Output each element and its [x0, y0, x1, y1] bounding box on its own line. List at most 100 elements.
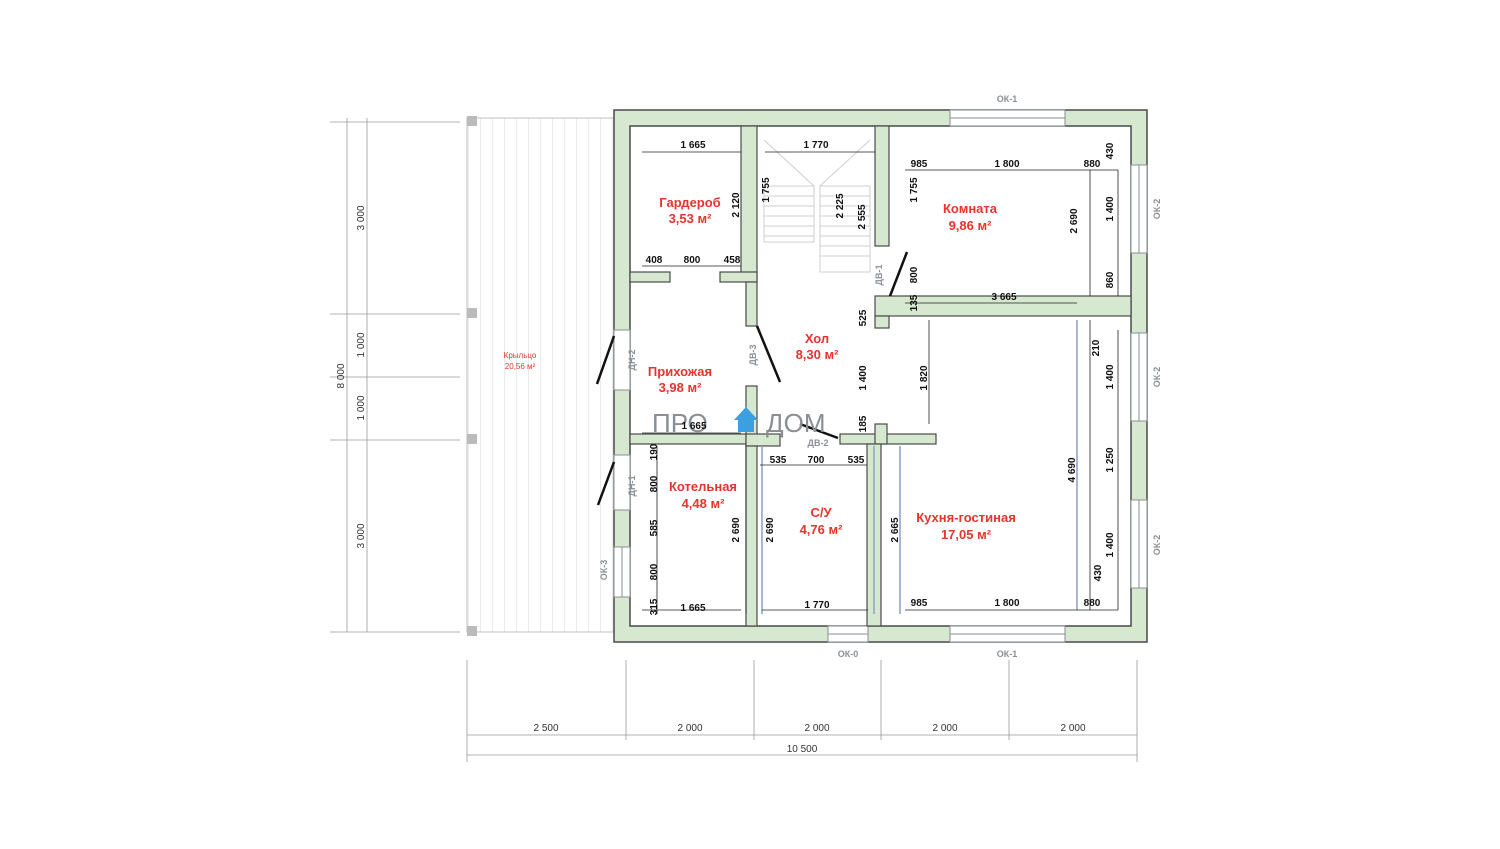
dim-525: 525 [858, 309, 869, 326]
dim-535-right: 535 [848, 455, 865, 466]
outer-dim-bottom-1: 2 500 [533, 723, 558, 734]
tag-ok0: ОК-0 [838, 649, 859, 659]
logo-watermark: ПРО ДОМ [652, 407, 826, 438]
dim-1665-top: 1 665 [680, 140, 705, 151]
porch-name: Крыльцо [504, 351, 537, 360]
dim-135: 135 [909, 294, 920, 311]
dim-1400-mid: 1 400 [1105, 364, 1116, 389]
room-area-bathroom: 4,76 м² [800, 522, 844, 537]
dim-985-top: 985 [911, 159, 928, 170]
dim-190: 190 [649, 443, 660, 460]
dim-1400-kitchen: 1 400 [1105, 532, 1116, 557]
outer-dim-left-3: 1 000 [356, 395, 367, 420]
element-tags: ОК-1 ОК-1 ОК-0 ОК-2 ОК-2 ОК-2 ОК-3 ДН-2 … [599, 94, 1162, 659]
dim-800-wardrobe: 800 [684, 255, 701, 266]
dim-185: 185 [858, 415, 869, 432]
dim-585: 585 [649, 519, 660, 536]
outer-dim-left-1: 3 000 [356, 205, 367, 230]
tag-ok1-bottom: ОК-1 [997, 649, 1018, 659]
porch-area: 20,56 м² [505, 362, 536, 371]
dim-430-bottom: 430 [1093, 564, 1104, 581]
logo-text-right: ДОМ [766, 408, 826, 438]
house-icon [734, 407, 758, 432]
tag-ok2-c: ОК-2 [1152, 535, 1162, 556]
dim-985-bottom: 985 [911, 598, 928, 609]
room-name-bedroom: Комната [943, 201, 998, 216]
tag-dn2: ДН-2 [627, 350, 637, 371]
dim-210: 210 [1091, 339, 1102, 356]
inner-dimensions: 1 665 1 770 985 1 800 880 430 2 120 1 75… [646, 140, 1116, 615]
dim-1755-room: 1 755 [909, 177, 920, 202]
logo-text-left: ПРО [652, 408, 708, 438]
room-area-entrance: 3,98 м² [659, 380, 703, 395]
dim-860: 860 [1105, 271, 1116, 288]
room-name-entrance: Прихожая [648, 364, 712, 379]
dim-1755-stair: 1 755 [761, 177, 772, 202]
dim-458: 458 [724, 255, 741, 266]
tag-dn1: ДН-1 [627, 476, 637, 497]
room-area-hall: 8,30 м² [796, 347, 840, 362]
tag-dv2: ДВ-2 [808, 438, 829, 448]
dim-880-top: 880 [1084, 159, 1101, 170]
outer-dim-bottom-total: 10 500 [787, 744, 818, 755]
dim-880-bottom: 880 [1084, 598, 1101, 609]
tag-dv3: ДВ-3 [748, 345, 758, 366]
outer-dim-bottom-2: 2 000 [677, 723, 702, 734]
dim-800-window: 800 [649, 563, 660, 580]
dim-535-left: 535 [770, 455, 787, 466]
dim-2665: 2 665 [890, 517, 901, 542]
dim-800-door: 800 [909, 266, 920, 283]
porch: Крыльцо 20,56 м² [466, 116, 616, 636]
dim-2555: 2 555 [857, 204, 868, 229]
inner-dim-lines [642, 151, 1119, 614]
room-labels: Гардероб 3,53 м² Комната 9,86 м² Хол 8,3… [648, 195, 1016, 542]
dim-1665-mid: 1 665 [681, 421, 706, 432]
dim-2690-boiler: 2 690 [731, 517, 742, 542]
dim-800-boiler-door: 800 [649, 475, 660, 492]
room-name-bathroom: С/У [810, 505, 832, 520]
dim-1250: 1 250 [1105, 447, 1116, 472]
room-name-boiler: Котельная [669, 479, 737, 494]
dim-700: 700 [808, 455, 825, 466]
outer-dim-left-2: 1 000 [356, 332, 367, 357]
room-area-kitchen-living: 17,05 м² [941, 527, 992, 542]
dim-2690-bath: 2 690 [765, 517, 776, 542]
dim-3665: 3 665 [991, 292, 1016, 303]
tag-ok3: ОК-3 [599, 560, 609, 581]
outer-dim-left-4: 3 000 [356, 523, 367, 548]
dim-1665-bottom: 1 665 [680, 603, 705, 614]
outer-dim-bottom-4: 2 000 [932, 723, 957, 734]
room-name-hall: Хол [805, 331, 829, 346]
outer-dim-bottom-3: 2 000 [804, 723, 829, 734]
windows [613, 109, 1148, 643]
outer-dim-left-total: 8 000 [336, 363, 347, 388]
tag-ok2-b: ОК-2 [1152, 367, 1162, 388]
dim-2120: 2 120 [731, 192, 742, 217]
dim-1800-top: 1 800 [994, 159, 1019, 170]
door-swings [595, 251, 909, 506]
dim-1820: 1 820 [919, 365, 930, 390]
dim-408: 408 [646, 255, 663, 266]
dim-2690-room: 2 690 [1069, 208, 1080, 233]
tag-dv1: ДВ-1 [874, 265, 884, 286]
dim-1800-bottom: 1 800 [994, 598, 1019, 609]
interior-walls [629, 125, 1132, 627]
stairs [763, 139, 871, 273]
room-area-bedroom: 9,86 м² [949, 218, 993, 233]
room-name-wardrobe: Гардероб [659, 195, 720, 210]
outer-dimensions: 3 000 1 000 1 000 3 000 8 000 2 500 2 00… [336, 205, 1086, 755]
room-name-kitchen-living: Кухня-гостиная [916, 510, 1016, 525]
wall-faces [761, 320, 1078, 614]
dim-1400-hall: 1 400 [858, 365, 869, 390]
dim-1770-bottom: 1 770 [804, 600, 829, 611]
dim-2225: 2 225 [835, 193, 846, 218]
tag-ok2-a: ОК-2 [1152, 199, 1162, 220]
dim-315: 315 [649, 598, 660, 615]
dim-1770-top: 1 770 [803, 140, 828, 151]
dim-430-top: 430 [1105, 142, 1116, 159]
outer-dim-bottom-5: 2 000 [1060, 723, 1085, 734]
room-area-boiler: 4,48 м² [682, 496, 726, 511]
dim-1400-room: 1 400 [1105, 196, 1116, 221]
room-area-wardrobe: 3,53 м² [669, 211, 713, 226]
